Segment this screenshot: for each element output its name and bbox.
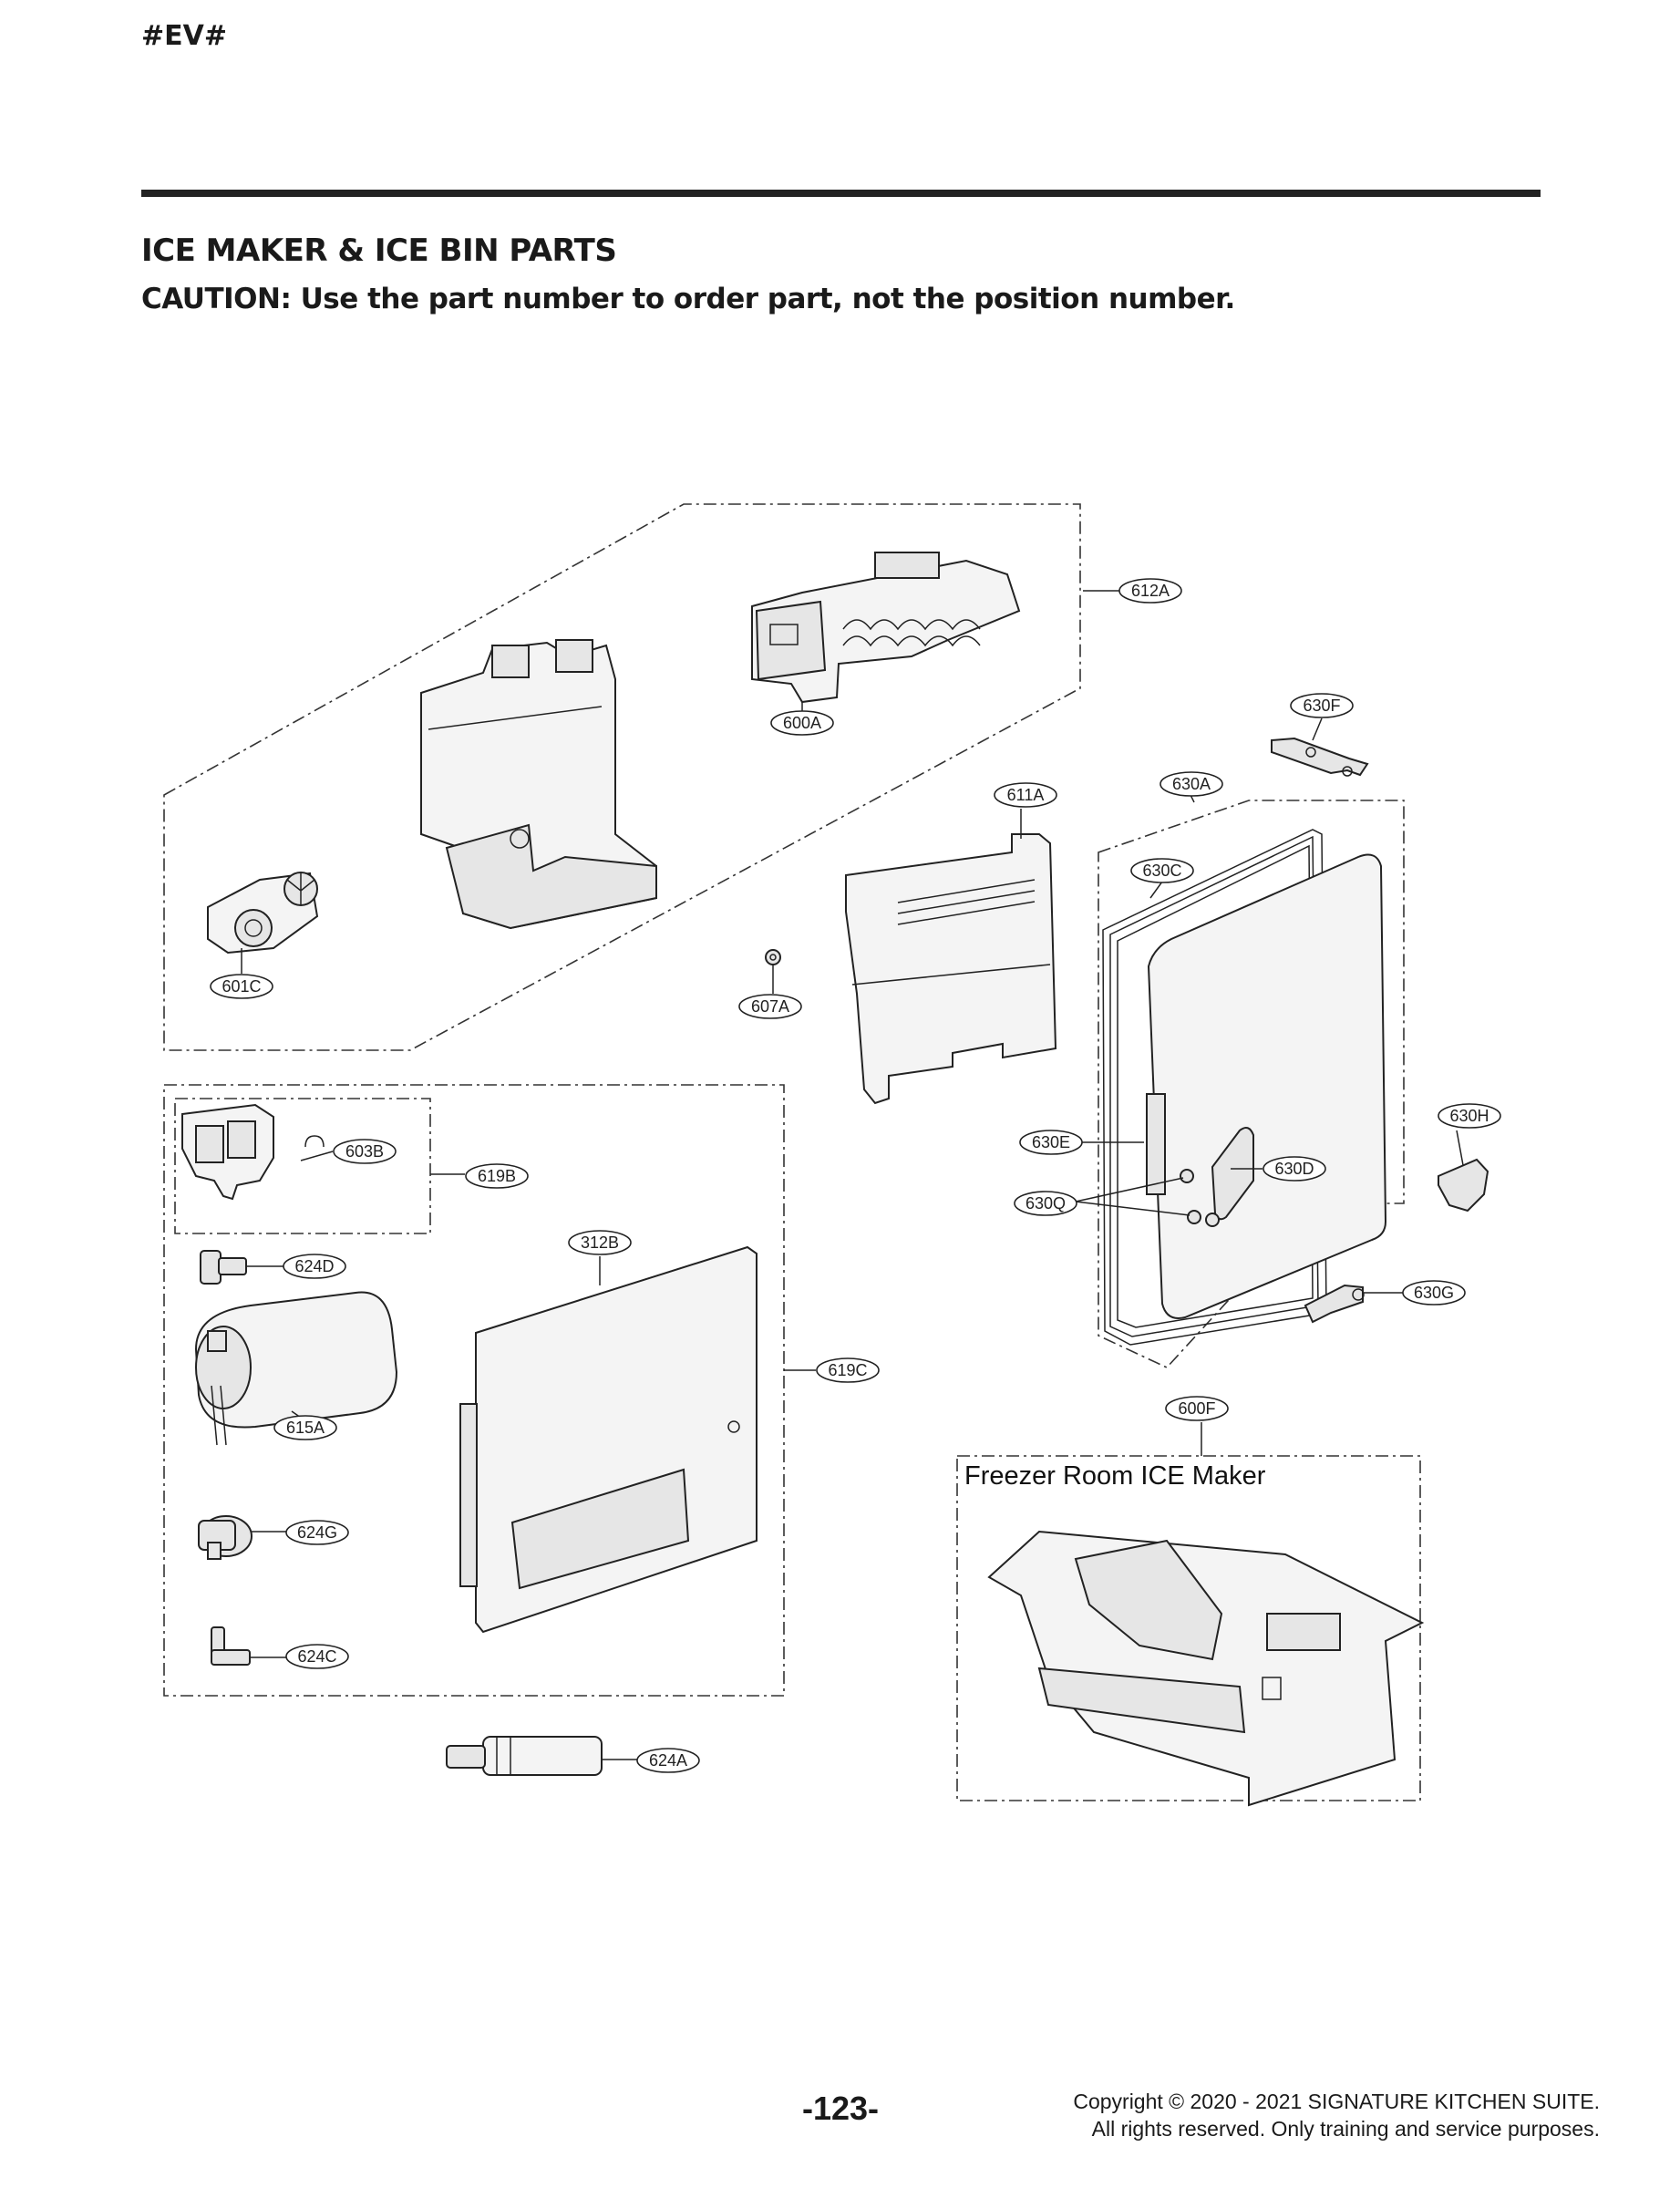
icemaker-bracket-part [420, 639, 657, 930]
svg-text:607A: 607A [751, 997, 789, 1016]
svg-text:630D: 630D [1274, 1160, 1314, 1178]
stopper-part [1438, 1158, 1489, 1213]
callout-630d: 630D [1263, 1156, 1326, 1182]
callout-630g: 630G [1402, 1280, 1466, 1306]
svg-text:630A: 630A [1172, 775, 1211, 793]
svg-text:601C: 601C [222, 977, 261, 996]
clip-part [1304, 1284, 1365, 1324]
screw-part [765, 949, 781, 965]
svg-text:615A: 615A [286, 1419, 325, 1437]
svg-text:624A: 624A [649, 1751, 687, 1770]
svg-text:624C: 624C [297, 1647, 336, 1666]
svg-text:624G: 624G [297, 1523, 337, 1542]
svg-text:630E: 630E [1032, 1133, 1070, 1151]
ice-bin-cover-part [845, 833, 1057, 1105]
callout-630e: 630E [1019, 1130, 1083, 1155]
callout-600a: 600A [770, 710, 834, 736]
freezer-icemaker-part [987, 1530, 1425, 1807]
svg-text:624D: 624D [294, 1257, 334, 1275]
svg-text:619B: 619B [478, 1167, 516, 1185]
callout-601c: 601C [210, 974, 273, 999]
door-group-boundary [1098, 800, 1405, 1368]
callout-603b: 603B [333, 1139, 397, 1164]
valve-subgroup-boundary [174, 1098, 431, 1234]
svg-text:630H: 630H [1449, 1107, 1489, 1125]
svg-text:619C: 619C [828, 1361, 867, 1379]
door-panel-part [1146, 853, 1387, 1319]
svg-text:603B: 603B [345, 1142, 384, 1161]
callout-619c: 619C [816, 1357, 880, 1383]
water-filter-part [194, 1291, 398, 1446]
svg-text:600A: 600A [783, 714, 821, 732]
callout-600f: 600F [1165, 1396, 1229, 1421]
svg-text:600F: 600F [1178, 1399, 1215, 1418]
hinge-bracket-part [1271, 737, 1369, 777]
document-code: #EV# [141, 20, 227, 52]
callout-624d: 624D [283, 1254, 346, 1279]
callout-312b: 312B [568, 1230, 632, 1255]
freezer-icemaker-caption: Freezer Room ICE Maker [964, 1461, 1266, 1491]
callout-624g: 624G [285, 1520, 349, 1545]
svg-text:630Q: 630Q [1026, 1194, 1066, 1213]
icemaker-group-boundary [163, 503, 1081, 1051]
fitting-624d-part [200, 1250, 247, 1285]
callout-624a: 624A [636, 1748, 700, 1773]
freezer-icemaker-boundary [956, 1455, 1421, 1801]
fitting-624g-part [198, 1515, 253, 1560]
callout-607a: 607A [738, 994, 802, 1019]
svg-text:630F: 630F [1303, 697, 1340, 715]
svg-text:611A: 611A [1007, 786, 1045, 804]
section-title: ICE MAKER & ICE BIN PARTS [141, 232, 617, 269]
callout-630a: 630A [1160, 771, 1223, 797]
svg-text:630G: 630G [1414, 1284, 1454, 1302]
copyright-line-2: All rights reserved. Only training and s… [1091, 2117, 1600, 2141]
header-rule [141, 190, 1541, 197]
motor-part [207, 872, 319, 955]
page-number: -123- [802, 2090, 880, 2127]
callout-630h: 630H [1438, 1103, 1501, 1129]
callout-630c: 630C [1130, 858, 1194, 883]
callout-630q: 630Q [1014, 1191, 1077, 1216]
fitting-624a-part [446, 1736, 603, 1776]
callout-630f: 630F [1290, 693, 1354, 718]
dispenser-cover-part [459, 1245, 758, 1634]
callout-624c: 624C [285, 1644, 349, 1669]
callout-611a: 611A [994, 782, 1057, 808]
callout-615a: 615A [273, 1415, 337, 1440]
fitting-624c-part [211, 1626, 251, 1666]
caution-note: CAUTION: Use the part number to order pa… [141, 283, 1235, 315]
svg-text:630C: 630C [1142, 862, 1181, 880]
callout-612a: 612A [1118, 578, 1182, 604]
callout-619b: 619B [465, 1163, 529, 1189]
svg-text:312B: 312B [581, 1233, 619, 1252]
copyright-line-1: Copyright © 2020 - 2021 SIGNATURE KITCHE… [1073, 2090, 1600, 2113]
svg-text:612A: 612A [1131, 582, 1170, 600]
icemaker-unit-part [751, 552, 1021, 704]
water-valve-part [181, 1103, 325, 1201]
